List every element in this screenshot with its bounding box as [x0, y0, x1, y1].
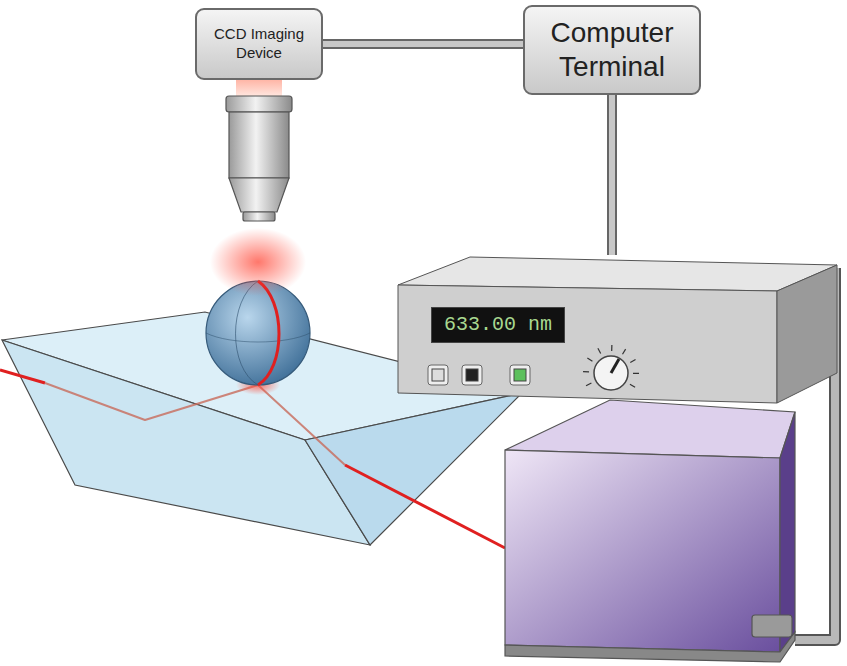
- camera-box: CCD Imaging Device: [195, 8, 323, 80]
- microscope-objective: [226, 78, 292, 221]
- laser-source: [505, 400, 795, 662]
- cable-connector: [612, 95, 613, 255]
- cable-outline: [607, 95, 617, 255]
- emission-glow: [210, 228, 306, 296]
- node-label: CCD Imaging Device: [203, 25, 315, 63]
- cable-core: [323, 41, 523, 47]
- computer-box: Computer Terminal: [523, 5, 701, 95]
- node-label: Computer Terminal: [531, 16, 693, 83]
- cable-connector: [323, 44, 523, 45]
- laser-controller: 633.00 nm: [395, 255, 840, 407]
- laser-beam: [0, 370, 505, 548]
- microsphere: [206, 281, 310, 385]
- node-label: 633.00 nm: [431, 307, 565, 343]
- cable-outline: [323, 39, 523, 49]
- cable-core: [609, 95, 615, 255]
